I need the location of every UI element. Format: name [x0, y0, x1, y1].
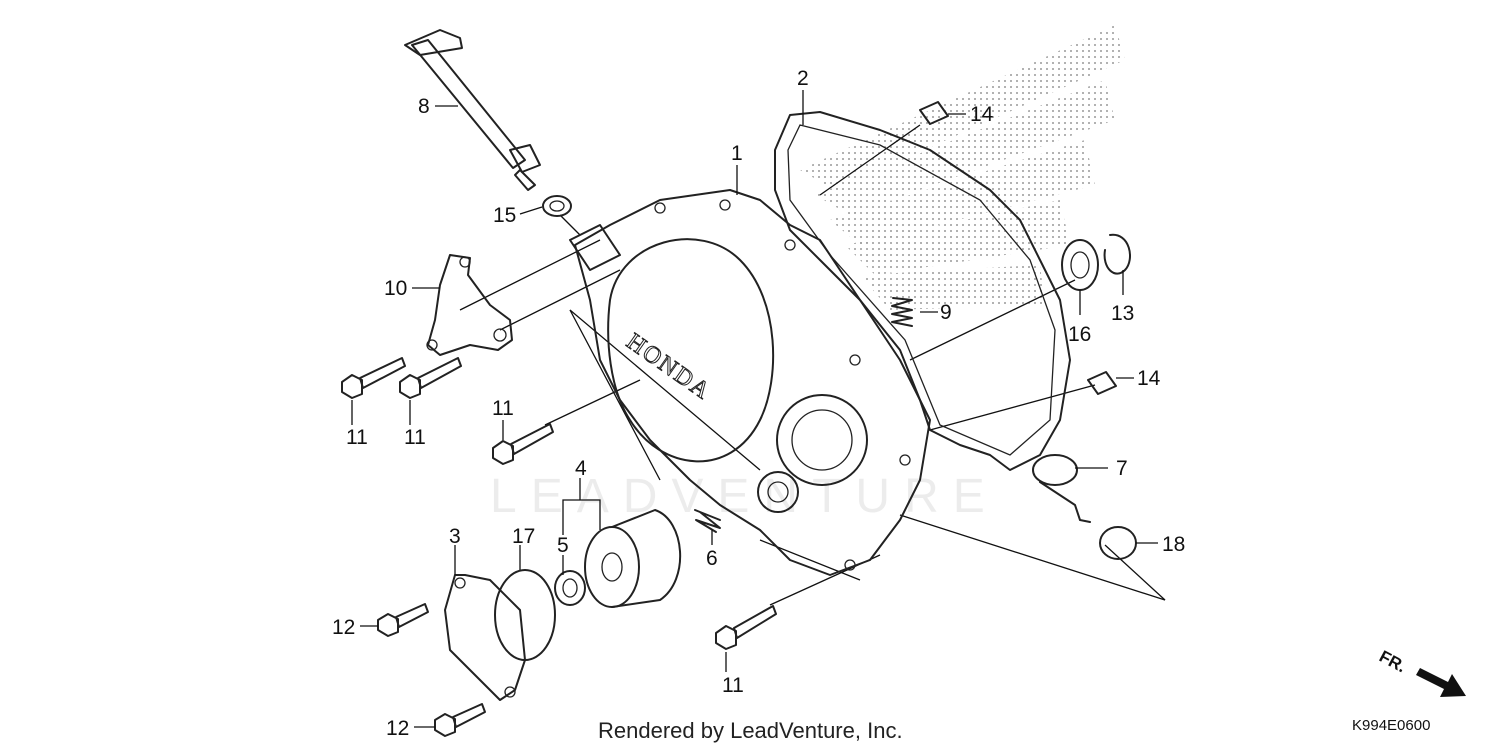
part-5-seal-ring [554, 570, 586, 606]
part-11-bolt-c [492, 423, 554, 465]
callout-10: 10 [384, 277, 407, 300]
part-11-bolt-d [715, 605, 777, 650]
diagram-code: K994E0600 [1352, 717, 1430, 734]
callout-5: 5 [557, 534, 569, 557]
fr-label: FR. [1376, 647, 1409, 677]
part-17-o-ring [494, 569, 556, 661]
part-13-snap-ring [1103, 233, 1131, 275]
footer-credit: Rendered by LeadVenture, Inc. [598, 718, 903, 743]
part-11-bolt-b [399, 357, 462, 399]
part-2-gasket [774, 111, 1071, 471]
part-14-dowel-a [919, 101, 949, 125]
part-16-oil-seal [1061, 239, 1099, 291]
callout-3: 3 [449, 525, 461, 548]
callout-13: 13 [1111, 302, 1134, 325]
part-4-oil-filter [584, 509, 681, 608]
callout-16: 16 [1068, 323, 1091, 346]
callout-4: 4 [575, 457, 587, 480]
part-8-shaft [404, 29, 541, 191]
callout-8: 8 [418, 95, 430, 118]
callout-14-a: 14 [970, 103, 994, 126]
callout-9: 9 [940, 301, 952, 324]
part-3-filter-cover [444, 574, 526, 701]
callout-leaders [351, 90, 1158, 728]
callout-labels: 1 2 3 4 5 6 7 8 9 10 11 11 11 11 12 12 1… [332, 67, 1185, 740]
callout-18: 18 [1162, 533, 1185, 556]
part-9-spring [891, 297, 913, 327]
part-7-cap [1032, 454, 1091, 523]
callout-15: 15 [493, 204, 516, 227]
front-direction-indicator: FR. [1376, 647, 1466, 697]
part-10-bracket [426, 254, 513, 356]
callout-17: 17 [512, 525, 535, 548]
callout-12-a: 12 [332, 616, 355, 639]
wing-logo [800, 25, 1125, 310]
part-18-o-ring [1099, 526, 1137, 560]
part-6-spring [694, 509, 721, 533]
part-11-bolt-a [341, 357, 406, 399]
part-14-dowel-b [1087, 371, 1117, 395]
part-12-bolt-a [377, 603, 429, 637]
callout-11-b: 11 [404, 426, 426, 449]
callout-11-a: 11 [346, 426, 368, 449]
callout-14-b: 14 [1137, 367, 1161, 390]
callout-1: 1 [731, 142, 743, 165]
assembly-lines [459, 124, 1166, 606]
callout-12-b: 12 [386, 717, 409, 740]
callout-7: 7 [1116, 457, 1128, 480]
callout-11-d: 11 [722, 674, 744, 697]
callout-2: 2 [797, 67, 809, 90]
part-15-seal [542, 195, 572, 217]
part-12-bolt-b [434, 703, 486, 737]
watermark: LEADVENTURE [490, 470, 999, 523]
callout-11-c: 11 [492, 397, 514, 420]
callout-6: 6 [706, 547, 718, 570]
fr-arrow-icon [1416, 668, 1466, 697]
